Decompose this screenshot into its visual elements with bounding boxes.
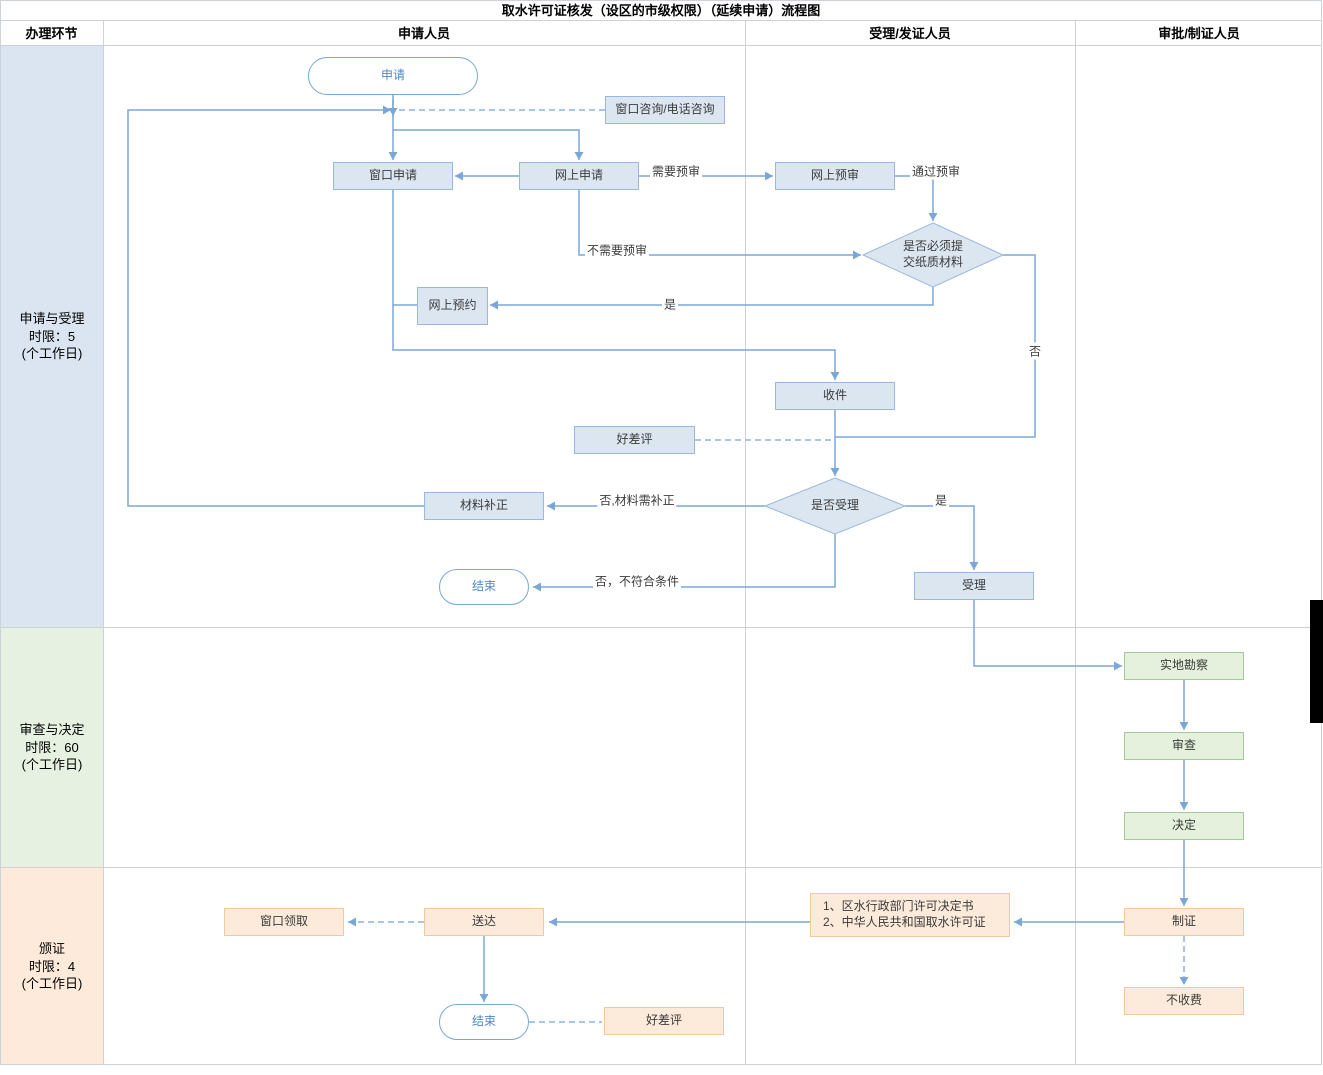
phase-cell-review-decide: 审查与决定 时限：60 (个工作日)	[1, 628, 103, 867]
edge-label-need-precheck: 需要预审	[649, 162, 703, 180]
header-col-acceptor: 受理/发证人员	[869, 26, 951, 41]
edge-label-no-paper: 否	[1026, 342, 1044, 360]
node-documents: 1、区水行政部门许可决定书 2、中华人民共和国取水许可证	[810, 893, 1010, 937]
edge-precheck-to-diamond	[895, 175, 938, 221]
header-corner: 办理环节	[25, 26, 78, 41]
grid-line	[103, 20, 104, 1065]
node-window-pickup: 窗口领取	[224, 908, 344, 936]
grid-line	[745, 20, 746, 1065]
grid-line	[0, 627, 1322, 628]
edge-no-precheck	[578, 190, 861, 260]
node-deliver: 送达	[424, 908, 544, 936]
node-no-fee: 不收费	[1124, 987, 1244, 1015]
edge-yes-to-accept	[905, 505, 979, 570]
node-material-fix: 材料补正	[424, 492, 544, 520]
node-paper-decision: 是否必须提交纸质材料	[902, 239, 963, 269]
node-examine: 审查	[1124, 732, 1244, 760]
edge-label-no-material: 否,材料需补正	[597, 491, 677, 509]
edge-label-pass-precheck: 通过预审	[909, 162, 963, 180]
edge-accept-to-survey	[973, 600, 1122, 671]
node-make-cert: 制证	[1124, 908, 1244, 936]
node-accept-decision: 是否受理	[810, 498, 859, 513]
node-receive: 收件	[775, 382, 895, 410]
edge-label-yes-accept: 是	[932, 491, 950, 509]
edge-yes-to-booking	[490, 287, 934, 310]
diamond-accept-decision	[763, 477, 907, 535]
scrollbar-thumb[interactable]	[1310, 600, 1323, 723]
node-start: 申请	[308, 57, 478, 95]
grid-line	[0, 45, 1322, 46]
node-review1: 好差评	[574, 426, 695, 454]
node-online-precheck: 网上预审	[775, 162, 895, 190]
node-decide: 决定	[1124, 812, 1244, 840]
node-consult: 窗口咨询/电话咨询	[605, 96, 725, 124]
edge-material-loop	[127, 105, 424, 507]
phase-cell-apply-accept: 申请与受理 时限：5 (个工作日)	[1, 46, 103, 627]
diamond-paper-decision	[861, 222, 1005, 288]
edge-start-online-apply	[393, 129, 584, 160]
phase-cell-issue: 颁证 时限：4 (个工作日)	[1, 868, 103, 1065]
grid-line	[1075, 20, 1076, 1065]
edge-label-yes-paper: 是	[661, 295, 679, 313]
grid-line	[0, 867, 1322, 868]
node-end1: 结束	[439, 569, 529, 605]
edge-reject-to-end	[533, 534, 836, 592]
edge-window-to-receive	[392, 190, 840, 380]
header-col-applicant: 申请人员	[397, 26, 450, 41]
node-accept: 受理	[914, 572, 1034, 600]
node-site-survey: 实地勘察	[1124, 652, 1244, 680]
grid-line	[0, 20, 1322, 21]
node-end2: 结束	[439, 1004, 529, 1040]
node-review2: 好差评	[604, 1007, 724, 1035]
edge-label-no-precheck: 不需要预审	[584, 241, 650, 259]
edge-label-no-reject: 否，不符合条件	[592, 572, 682, 590]
header-col-approver: 审批/制证人员	[1158, 26, 1240, 41]
node-online-booking: 网上预约	[417, 287, 488, 325]
node-online-apply: 网上申请	[519, 162, 639, 190]
node-window-apply: 窗口申请	[333, 162, 453, 190]
page-title: 取水许可证核发（设区的市级权限）（延续申请）流程图	[501, 3, 821, 18]
